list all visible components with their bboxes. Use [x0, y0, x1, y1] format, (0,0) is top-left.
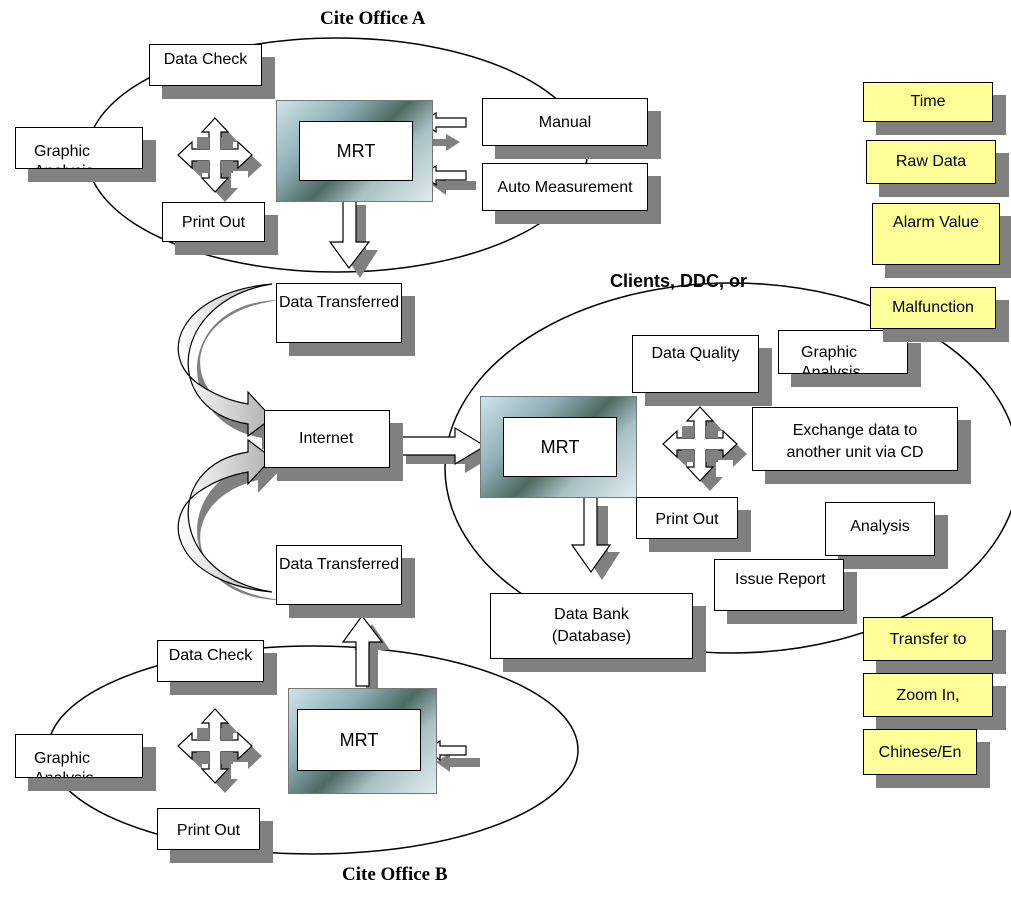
curved-arrow-icon — [177, 438, 285, 600]
curved-arrow-icon — [177, 283, 285, 450]
clients-mrt-label: MRT — [503, 417, 617, 477]
office-a-data-check-box: Data Check — [149, 44, 262, 86]
clients-print-out-label: Print Out — [655, 511, 719, 528]
clients-title: Clients, DDC, or — [610, 271, 748, 291]
up-arrow-icon — [341, 614, 390, 690]
office-b-print-out-box: Print Out — [157, 808, 260, 850]
feature-malfunction-box: Malfunction — [870, 287, 996, 329]
feature-time-label: Time — [910, 93, 946, 110]
office-b-print-out-label: Print Out — [176, 822, 241, 839]
data-transferred-a-label: Data Transferred — [278, 294, 400, 311]
down-arrow-icon — [328, 195, 378, 278]
move-icon — [177, 708, 262, 793]
down-arrow-icon — [570, 495, 620, 580]
feature-transfer-to-box: Transfer to — [863, 617, 993, 661]
data-bank-sub-label: (Database) — [551, 628, 632, 645]
feature-malfunction-label: Malfunction — [892, 299, 974, 316]
office-b-graphic-analysis-box: Graphic Analysis — [15, 734, 143, 778]
feature-raw-data-label: Raw Data — [895, 153, 967, 170]
move-icon — [662, 406, 747, 491]
data-transferred-b-box: Data Transferred — [276, 545, 402, 605]
office-b-data-check-label: Data Check — [168, 647, 253, 664]
data-transferred-a-box: Data Transferred — [276, 283, 402, 343]
office-b-mrt-image: MRT — [288, 688, 437, 794]
office-b-graphic-analysis-label: Graphic Analysis — [34, 750, 94, 777]
feature-alarm-value-label: Alarm Value — [893, 214, 979, 231]
feature-raw-data-box: Raw Data — [866, 140, 996, 184]
clients-analysis-box: Analysis — [825, 502, 935, 556]
office-a-manual-label: Manual — [538, 114, 592, 131]
feature-transfer-to-label: Transfer to — [889, 631, 967, 648]
right-arrow-icon — [395, 426, 495, 473]
feature-time-box: Time — [863, 82, 993, 122]
office-b-data-check-box: Data Check — [157, 640, 264, 682]
office-a-graphic-analysis-label: Graphic Analysis — [34, 143, 94, 168]
clients-exchange-line2: another unit via CD — [786, 444, 924, 461]
left-arrow-icon — [420, 164, 476, 195]
office-a-data-check-label: Data Check — [163, 51, 248, 68]
clients-exchange-line1: Exchange data to — [792, 422, 918, 439]
office-a-print-out-label: Print Out — [181, 214, 246, 231]
feature-alarm-value-box: Alarm Value — [872, 203, 1000, 265]
feature-zoom-in-box: Zoom In, — [863, 673, 993, 717]
data-bank-label: Data Bank — [554, 606, 629, 623]
office-a-auto-measurement-box: Auto Measurement — [482, 163, 648, 211]
clients-issue-report-box: Issue Report — [714, 559, 844, 611]
clients-analysis-label: Analysis — [850, 518, 910, 535]
left-arrow-icon — [418, 111, 467, 151]
move-icon — [177, 117, 262, 202]
office-a-auto-measurement-label: Auto Measurement — [497, 179, 633, 196]
clients-issue-report-label: Issue Report — [735, 571, 826, 588]
data-bank-box: Data Bank (Database) — [490, 593, 693, 659]
internet-box: Internet — [264, 410, 390, 468]
office-b-mrt-label: MRT — [297, 709, 421, 771]
office-b-title: Cite Office B — [342, 864, 448, 885]
clients-ellipse — [444, 282, 1011, 654]
office-a-manual-box: Manual — [482, 98, 648, 146]
data-transferred-b-label: Data Transferred — [278, 556, 400, 573]
office-a-mrt-image: MRT — [276, 100, 433, 202]
feature-chinese-english-box: Chinese/En — [863, 729, 977, 775]
office-a-title: Cite Office A — [320, 8, 426, 29]
clients-mrt-image: MRT — [480, 396, 637, 498]
clients-graphic-analysis-box: Graphic Analysis — [778, 330, 908, 374]
internet-label: Internet — [299, 430, 354, 447]
clients-data-quality-label: Data Quality — [651, 345, 740, 362]
clients-data-quality-box: Data Quality — [632, 335, 759, 393]
feature-chinese-english-label: Chinese/En — [878, 744, 962, 761]
clients-graphic-analysis-label: Graphic Analysis — [801, 344, 861, 374]
office-a-print-out-box: Print Out — [162, 202, 265, 242]
feature-zoom-in-label: Zoom In, — [896, 687, 960, 704]
office-a-graphic-analysis-box: Graphic Analysis — [15, 127, 143, 169]
office-a-mrt-label: MRT — [299, 121, 413, 181]
clients-print-out-box: Print Out — [636, 497, 738, 539]
clients-exchange-box: Exchange data to another unit via CD — [752, 407, 958, 471]
